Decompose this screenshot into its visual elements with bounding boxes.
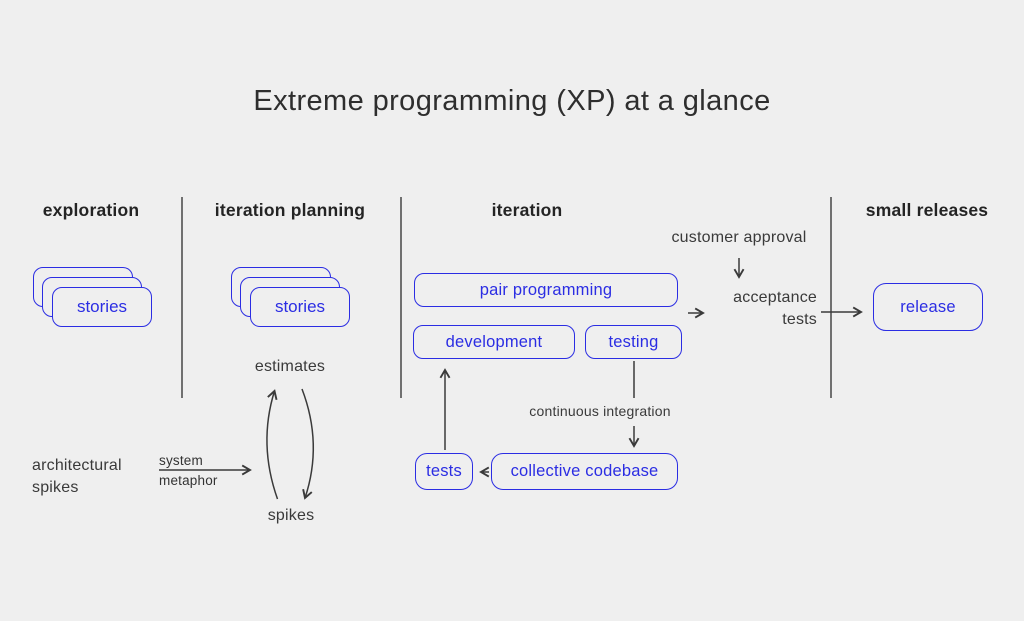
node-collective-codebase: collective codebase <box>491 453 678 490</box>
page-title: Extreme programming (XP) at a glance <box>253 85 771 117</box>
node-testing: testing <box>585 325 682 359</box>
column-header-iteration-planning: iteration planning <box>214 200 366 220</box>
node-release: release <box>873 283 983 331</box>
label-continuous-integration: continuous integration <box>529 403 671 419</box>
label-estimates: estimates <box>254 358 326 375</box>
node-tests: tests <box>415 453 473 490</box>
node-pair-programming: pair programming <box>414 273 678 307</box>
column-header-exploration: exploration <box>42 200 140 220</box>
column-header-small-releases: small releases <box>865 200 989 220</box>
stories-card-front: stories <box>250 287 350 327</box>
stories-card-front: stories <box>52 287 152 327</box>
label-architectural-spikes: architectural spikes <box>32 457 122 496</box>
label-spikes: spikes <box>267 507 315 524</box>
arrow-spikes-to-estimates <box>266 389 279 500</box>
node-development: development <box>413 325 575 359</box>
column-header-iteration: iteration <box>491 200 563 220</box>
label-system-metaphor: system metaphor <box>159 453 218 488</box>
arrow-estimates-to-spikes <box>301 388 315 500</box>
label-acceptance-tests: acceptance tests <box>733 289 817 328</box>
label-customer-approval: customer approval <box>671 229 807 246</box>
